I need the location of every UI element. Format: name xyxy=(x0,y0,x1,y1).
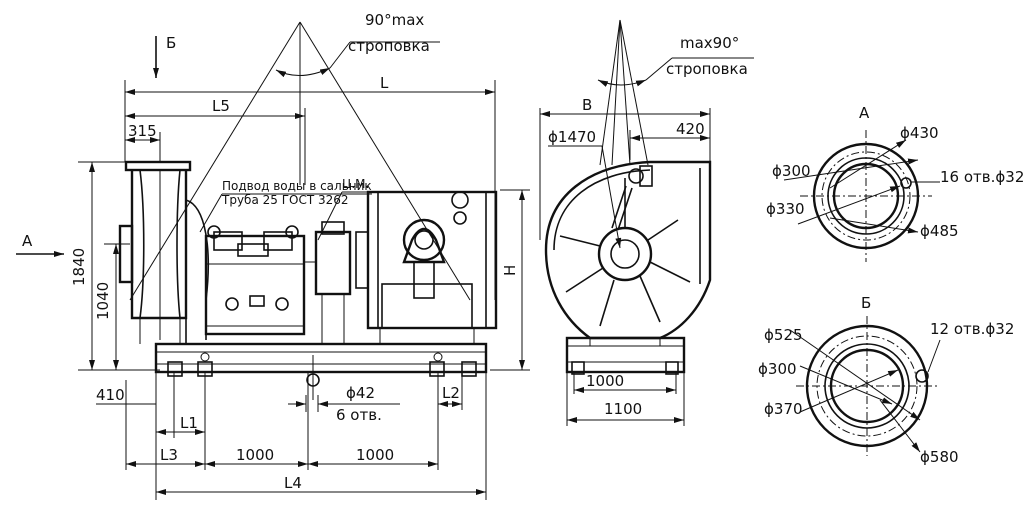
dim-L2: L2 xyxy=(442,384,460,402)
front-view-pump xyxy=(118,160,498,400)
dim-1000-a: 1000 xyxy=(236,446,274,464)
side-dimensions xyxy=(539,108,711,426)
sling-angle-left: 90°max xyxy=(365,11,424,29)
dim-side-1000: 1000 xyxy=(586,372,624,390)
dim-315: 315 xyxy=(128,122,157,140)
side-view-pump xyxy=(544,160,712,375)
flange-a-d300: ϕ300 xyxy=(772,162,811,180)
view-label-b: Б xyxy=(166,34,176,52)
view-label-a: А xyxy=(22,232,33,250)
flange-b-d370: ϕ370 xyxy=(764,400,803,418)
dim-B: B xyxy=(582,96,592,114)
flange-b-d580: ϕ580 xyxy=(920,448,959,466)
dim-H: H xyxy=(501,265,519,276)
dim-410: 410 xyxy=(96,386,125,404)
dim-420: 420 xyxy=(676,120,705,138)
flange-b-d300: ϕ300 xyxy=(758,360,797,378)
flange-a xyxy=(783,130,940,262)
flange-a-d485: ϕ485 xyxy=(920,222,959,240)
water-note-2: Труба 25 ГОСТ 3262 xyxy=(221,193,349,207)
water-note-1: Подвод воды в сальник xyxy=(222,179,372,193)
sling-text-left: строповка xyxy=(348,37,430,55)
sling-text-right: строповка xyxy=(666,60,748,78)
dim-1000-b: 1000 xyxy=(356,446,394,464)
flange-a-d330: ϕ330 xyxy=(766,200,805,218)
dim-L5: L5 xyxy=(212,97,230,115)
hole-count: 6 отв. xyxy=(336,406,382,424)
flange-b-holes: 12 отв.ϕ32 xyxy=(930,320,1014,338)
dim-L4: L4 xyxy=(284,474,302,492)
flange-b-d525: ϕ525 xyxy=(764,326,803,344)
hole-diameter: ϕ42 xyxy=(346,384,375,402)
front-dimensions xyxy=(78,80,530,500)
flange-a-title: A xyxy=(859,104,870,122)
dim-1100: 1100 xyxy=(604,400,642,418)
flange-b-title: Б xyxy=(861,294,871,312)
flange-a-holes: 16 отв.ϕ32 xyxy=(940,168,1024,186)
dim-1840: 1840 xyxy=(70,248,88,286)
center-mass-label: Ц.М. xyxy=(342,177,369,191)
dim-1040: 1040 xyxy=(94,282,112,320)
dim-1470: ϕ1470 xyxy=(548,128,596,146)
sling-angle-right: max90° xyxy=(680,34,739,52)
flange-b xyxy=(789,316,941,456)
dim-L3: L3 xyxy=(160,446,178,464)
dim-L: L xyxy=(380,74,389,92)
dim-L1: L1 xyxy=(180,414,198,432)
flange-a-d430: ϕ430 xyxy=(900,124,939,142)
